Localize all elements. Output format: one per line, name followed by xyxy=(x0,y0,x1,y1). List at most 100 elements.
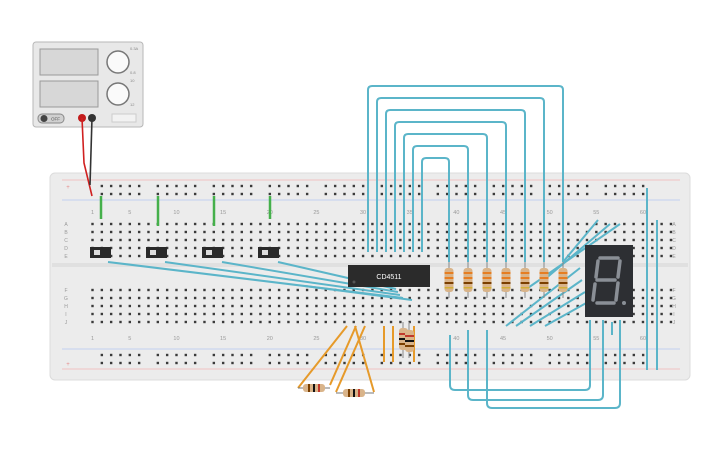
hole[interactable] xyxy=(315,230,318,234)
hole[interactable] xyxy=(389,312,393,316)
hole[interactable] xyxy=(632,222,635,226)
hole[interactable] xyxy=(669,304,673,308)
rail-hole[interactable] xyxy=(529,192,533,196)
rail-hole[interactable] xyxy=(268,184,272,188)
hole[interactable] xyxy=(613,238,617,242)
hole[interactable] xyxy=(408,254,411,258)
hole[interactable] xyxy=(371,222,374,226)
hole[interactable] xyxy=(613,320,617,324)
hole[interactable] xyxy=(296,296,299,300)
hole[interactable] xyxy=(669,222,673,226)
hole[interactable] xyxy=(324,304,327,308)
rail-hole[interactable] xyxy=(623,184,626,188)
hole[interactable] xyxy=(343,296,346,300)
hole[interactable] xyxy=(221,238,225,242)
hole[interactable] xyxy=(333,312,337,316)
rail-hole[interactable] xyxy=(613,192,617,196)
blue-wire[interactable] xyxy=(467,320,604,401)
rail-hole[interactable] xyxy=(175,184,178,188)
hole[interactable] xyxy=(343,254,346,258)
floating-resistor[interactable] xyxy=(336,389,374,397)
hole[interactable] xyxy=(576,246,579,250)
hole[interactable] xyxy=(548,288,551,292)
rail-hole[interactable] xyxy=(343,192,346,196)
hole[interactable] xyxy=(119,304,122,308)
hole[interactable] xyxy=(147,296,150,300)
rail-hole[interactable] xyxy=(128,361,132,365)
hole[interactable] xyxy=(128,296,132,300)
rail-hole[interactable] xyxy=(268,192,272,196)
rail-hole[interactable] xyxy=(632,353,636,357)
hole[interactable] xyxy=(147,312,150,316)
hole[interactable] xyxy=(305,320,309,324)
hole[interactable] xyxy=(483,230,486,234)
hole[interactable] xyxy=(651,238,654,242)
hole[interactable] xyxy=(604,230,607,234)
hole[interactable] xyxy=(660,222,663,226)
hole[interactable] xyxy=(520,254,523,258)
hole[interactable] xyxy=(436,246,439,250)
hole[interactable] xyxy=(277,254,281,258)
hole[interactable] xyxy=(501,320,505,324)
hole[interactable] xyxy=(483,254,486,258)
hole[interactable] xyxy=(119,222,122,226)
rail-hole[interactable] xyxy=(585,192,589,196)
hole[interactable] xyxy=(557,304,561,308)
hole[interactable] xyxy=(91,312,94,316)
hole[interactable] xyxy=(315,288,318,292)
hole[interactable] xyxy=(473,254,477,258)
hole[interactable] xyxy=(455,296,458,300)
rail-hole[interactable] xyxy=(287,184,290,188)
hole[interactable] xyxy=(305,246,309,250)
hole[interactable] xyxy=(361,238,365,242)
rail-hole[interactable] xyxy=(212,184,216,188)
hole[interactable] xyxy=(203,320,206,324)
hole[interactable] xyxy=(567,296,570,300)
hole[interactable] xyxy=(240,312,243,316)
rail-hole[interactable] xyxy=(249,361,253,365)
hole[interactable] xyxy=(137,230,141,234)
hole[interactable] xyxy=(361,312,365,316)
hole[interactable] xyxy=(511,230,514,234)
hole[interactable] xyxy=(315,238,318,242)
resistor[interactable] xyxy=(539,262,549,298)
hole[interactable] xyxy=(389,304,393,308)
hole[interactable] xyxy=(464,238,467,242)
hole[interactable] xyxy=(483,304,486,308)
hole[interactable] xyxy=(91,288,94,292)
hole[interactable] xyxy=(371,246,374,250)
rail-hole[interactable] xyxy=(175,361,178,365)
hole[interactable] xyxy=(604,238,607,242)
hole[interactable] xyxy=(520,238,523,242)
hole[interactable] xyxy=(567,238,570,242)
hole[interactable] xyxy=(641,238,645,242)
hole[interactable] xyxy=(277,246,281,250)
rail-hole[interactable] xyxy=(473,192,477,196)
hole[interactable] xyxy=(231,246,234,250)
hole[interactable] xyxy=(427,246,430,250)
hole[interactable] xyxy=(296,222,299,226)
hole[interactable] xyxy=(343,230,346,234)
hole[interactable] xyxy=(501,230,505,234)
hole[interactable] xyxy=(315,320,318,324)
hole[interactable] xyxy=(287,222,290,226)
hole[interactable] xyxy=(305,304,309,308)
hole[interactable] xyxy=(91,320,94,324)
hole[interactable] xyxy=(175,296,178,300)
hole[interactable] xyxy=(660,254,663,258)
hole[interactable] xyxy=(669,230,673,234)
hole[interactable] xyxy=(296,254,299,258)
hole[interactable] xyxy=(399,320,402,324)
hole[interactable] xyxy=(669,254,673,258)
hole[interactable] xyxy=(100,312,104,316)
hole[interactable] xyxy=(193,304,197,308)
hole[interactable] xyxy=(137,296,141,300)
hole[interactable] xyxy=(147,222,150,226)
hole[interactable] xyxy=(91,238,94,242)
hole[interactable] xyxy=(417,238,421,242)
hole[interactable] xyxy=(539,222,542,226)
hole[interactable] xyxy=(287,238,290,242)
rail-hole[interactable] xyxy=(613,361,617,365)
hole[interactable] xyxy=(119,296,122,300)
hole[interactable] xyxy=(268,238,271,242)
